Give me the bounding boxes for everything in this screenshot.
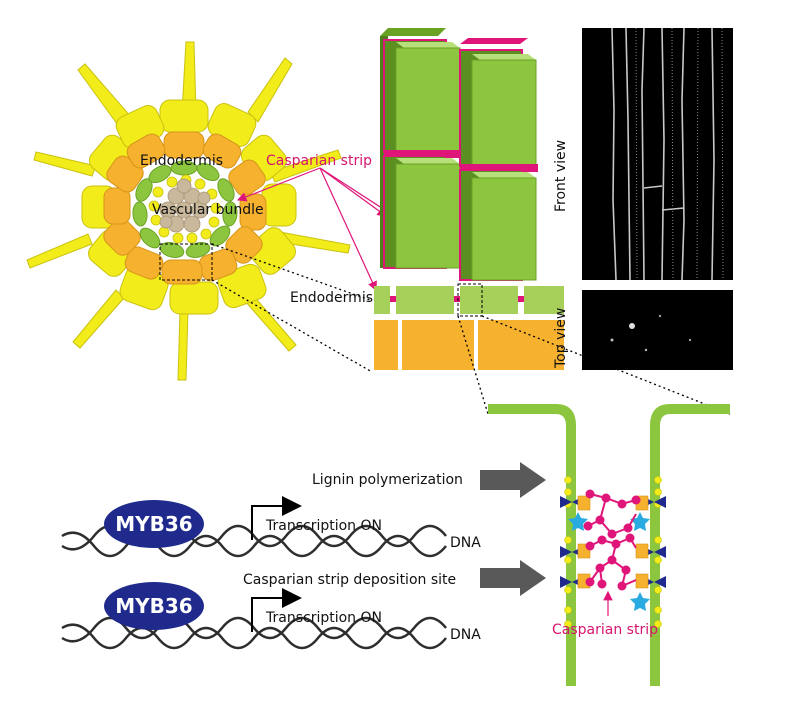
block-right-top	[459, 38, 537, 169]
zoom-box-endodermis	[159, 243, 213, 281]
block-left-top	[383, 39, 461, 153]
epidermis-cells	[81, 99, 297, 315]
myb36-label-2: MYB36	[115, 594, 192, 618]
vascular-bundle-label: Vascular bundle	[152, 202, 264, 218]
gene-regulation: Lignin polymerization Casparian strip de…	[61, 462, 546, 650]
casparian-strip-top-label: Casparian strip	[266, 153, 372, 169]
promoter-arrow-2	[251, 588, 302, 632]
zoom-box-strip	[457, 283, 483, 317]
casparian-strip-bottom-label: Casparian strip	[552, 622, 658, 638]
top-view-label: Top view	[553, 308, 569, 369]
cell-wall-zoom: Casparian strip	[488, 404, 730, 686]
zoom-lines-right	[457, 315, 731, 415]
endodermis-cells	[132, 160, 238, 258]
vascular-cells	[159, 178, 211, 233]
strip-left-middle	[384, 150, 462, 158]
endodermis-top-label: Endodermis	[290, 290, 373, 306]
myb36-protein-1	[104, 500, 204, 548]
cortex-cells	[103, 131, 267, 285]
front-view-micrograph	[582, 27, 733, 281]
root-cross-section: Endodermis Vascular bundle	[26, 41, 351, 381]
top-view-schematic: Endodermis	[290, 283, 564, 370]
block-left-bottom	[383, 155, 461, 269]
pericycle-cells	[148, 174, 222, 244]
strip-right-middle	[460, 164, 538, 172]
endodermis-label: Endodermis	[140, 153, 223, 169]
block-right-bottom	[459, 169, 537, 281]
deposition-site-label: Casparian strip deposition site	[243, 572, 456, 588]
lignin-polymerization-label: Lignin polymerization	[312, 472, 463, 488]
dna-label-2: DNA	[450, 627, 481, 643]
myb36-label-1: MYB36	[115, 512, 192, 536]
endodermis-3d-blocks	[380, 28, 538, 281]
zoom-lines-left	[211, 243, 373, 373]
deposition-arrow	[480, 560, 546, 596]
promoter-arrow-1	[251, 496, 302, 540]
dna-label-1: DNA	[450, 535, 481, 551]
top-view-micrograph	[582, 290, 733, 370]
transcription-label-2: Transcription ON	[265, 610, 382, 626]
front-view-label: Front view	[553, 140, 569, 212]
lignin-arrow	[480, 462, 546, 498]
dna-helix-2	[61, 616, 447, 650]
transcription-label-1: Transcription ON	[265, 518, 382, 534]
myb36-protein-2	[104, 582, 204, 630]
